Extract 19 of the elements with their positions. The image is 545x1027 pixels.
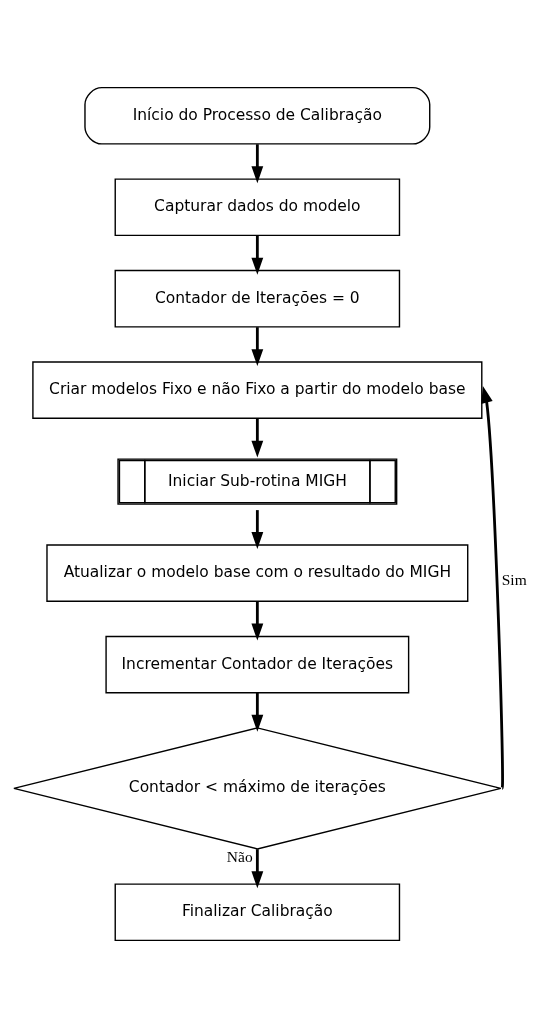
edge-label: Sim xyxy=(501,570,527,588)
arrow xyxy=(251,326,264,366)
arrow xyxy=(251,692,264,732)
node-diamond: Contador < máximo de iterações xyxy=(13,726,502,850)
arrow xyxy=(481,385,504,788)
edge-label: Não xyxy=(226,847,253,865)
arrow xyxy=(251,143,264,183)
arrow xyxy=(251,418,264,458)
node-box: Contador de Iterações = 0 xyxy=(114,269,401,328)
node-box: Início do Processo de Calibração xyxy=(84,86,431,145)
node-box: Incrementar Contador de Iterações xyxy=(105,635,410,693)
arrow xyxy=(251,848,264,888)
node-box: Atualizar o modelo base com o resultado do MIGH xyxy=(46,543,469,602)
arrow xyxy=(251,601,264,640)
arrow xyxy=(251,509,264,549)
node-box: Capturar dados do modelo xyxy=(114,177,401,236)
node-box: Criar modelos Fixo e não Fixo a partir do modelo base xyxy=(32,360,483,419)
node-box: Finalizar Calibração xyxy=(114,882,401,941)
arrow xyxy=(251,235,264,275)
